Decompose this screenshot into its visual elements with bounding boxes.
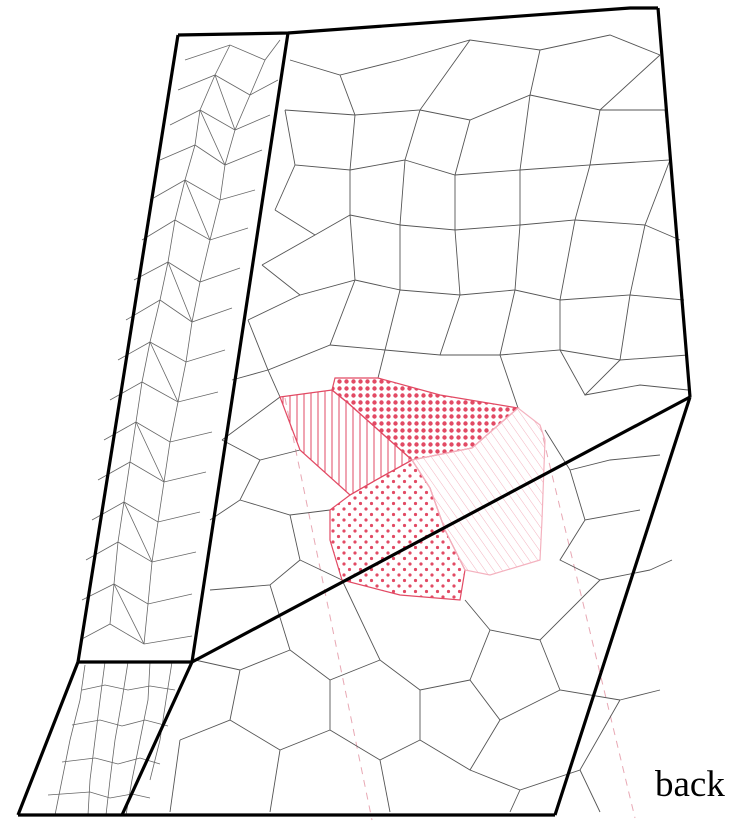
- side-face-grains: [80, 40, 280, 644]
- back-label: back: [655, 766, 725, 803]
